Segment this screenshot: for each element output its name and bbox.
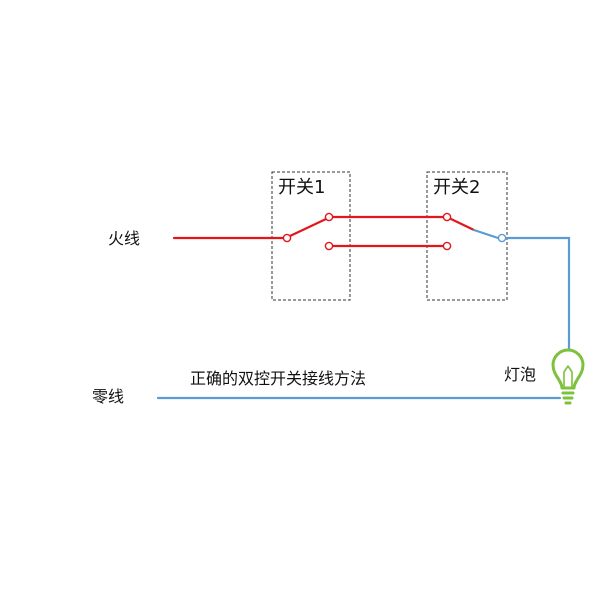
- switch1-common-terminal: [282, 233, 292, 243]
- live-wire-label: 火线: [108, 229, 140, 248]
- switch2-lever-live: [449, 217, 476, 232]
- neutral-wire-label: 零线: [92, 387, 124, 406]
- bulb-label: 灯泡: [504, 365, 536, 384]
- switch1-upper-terminal: [324, 212, 334, 222]
- switch2-upper-terminal: [442, 212, 452, 222]
- caption: 正确的双控开关接线方法: [190, 369, 366, 388]
- switch2-common-terminal: [497, 233, 507, 243]
- terminals: [282, 212, 507, 251]
- load-wire: [504, 236, 571, 352]
- light-bulb-icon: [551, 348, 585, 405]
- neutral-wire-group: [156, 228, 571, 400]
- switch2-lever-load: [472, 228, 500, 240]
- switch1-lever: [288, 217, 328, 238]
- switch2-title: 开关2: [433, 177, 480, 198]
- live-wire-group: [172, 215, 476, 248]
- switch1-box: [271, 171, 351, 301]
- switch1-title: 开关1: [278, 177, 325, 198]
- switch2-lower-terminal: [442, 241, 452, 251]
- switch1-lower-terminal: [324, 241, 334, 251]
- switch2-box: [426, 171, 508, 301]
